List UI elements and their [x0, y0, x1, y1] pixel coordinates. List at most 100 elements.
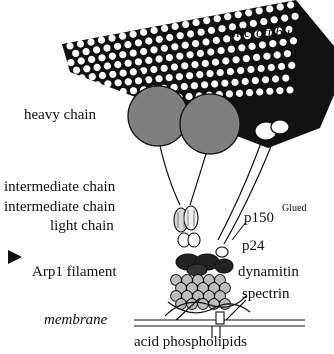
- microtubule-subunit: [88, 56, 95, 63]
- microtubule-subunit: [231, 79, 238, 86]
- microtubule-subunit: [196, 71, 203, 78]
- microtubule-subunit: [211, 80, 218, 87]
- microtubule-subunit: [182, 21, 189, 28]
- microtubule-subunit: [83, 48, 90, 55]
- microtubule-subunit: [108, 35, 115, 42]
- p150-head-2: [271, 120, 289, 134]
- microtubule-subunit: [249, 43, 256, 50]
- microtubule-subunit: [201, 81, 208, 88]
- microtubule-subunit: [119, 51, 126, 58]
- label-intermediate-chain-1: intermediate chain: [4, 179, 116, 195]
- light-chain-2: [188, 233, 200, 247]
- microtubule-subunit: [166, 54, 173, 61]
- microtubule-subunit: [202, 38, 209, 45]
- microtubule-subunit: [104, 62, 111, 69]
- microtubule-subunit: [208, 27, 215, 34]
- microtubule-subunit: [66, 42, 73, 49]
- microtubule-subunit: [84, 82, 91, 89]
- microtubule-subunit: [233, 56, 240, 63]
- microtubule-subunit: [130, 87, 137, 94]
- p150-arm-2: [224, 134, 276, 244]
- microtubule-subunit: [130, 31, 137, 38]
- microtubule-subunit: [192, 40, 199, 47]
- microtubule-subunit: [218, 25, 225, 32]
- microtubule-subunit: [145, 57, 152, 64]
- microtubule-subunit: [181, 62, 188, 69]
- microtubule-subunit: [237, 67, 244, 74]
- stem-right: [190, 154, 206, 205]
- microtubule-subunit: [286, 86, 293, 93]
- microtubule-subunit: [263, 53, 270, 60]
- microtubule-subunit: [276, 87, 283, 94]
- microtubule-subunit: [130, 68, 137, 75]
- label-arp1-filament: Arp1 filament: [32, 264, 117, 280]
- intermediate-chain: [174, 206, 198, 232]
- microtubule-subunit: [259, 41, 266, 48]
- microtubule-subunit: [161, 25, 168, 32]
- microtubule-subunit: [247, 66, 254, 73]
- label-membrane: membrane: [44, 312, 108, 328]
- microtubule-subunit: [124, 41, 131, 48]
- microtubule-subunit: [187, 51, 194, 58]
- microtubule-subunit: [73, 67, 80, 74]
- microtubule-subunit: [271, 16, 278, 23]
- microtubule-subunit: [226, 90, 233, 97]
- microtubule-subunit: [287, 1, 294, 8]
- microtubule-subunit: [87, 39, 94, 46]
- microtubule-subunit: [115, 98, 122, 105]
- microtubule-subunit: [161, 45, 168, 52]
- microtubule-subunit: [172, 23, 179, 30]
- label-heavy-chain: heavy chain: [24, 107, 97, 123]
- microtubule-subunit: [79, 91, 86, 98]
- microtubule-subunit: [256, 7, 263, 14]
- microtubule-subunit: [119, 33, 126, 40]
- arp1-subunit: [187, 299, 198, 310]
- microtubule-subunit: [114, 61, 121, 68]
- microtubule-subunit: [186, 72, 193, 79]
- microtubule-subunit: [120, 88, 127, 95]
- microtubule-subunit: [284, 50, 291, 57]
- microtubule-subunit: [186, 93, 193, 100]
- microtubule-subunit: [171, 43, 178, 50]
- microtubule-subunit: [94, 64, 101, 71]
- microtubule-subunit: [135, 77, 142, 84]
- microtubule-subunit: [282, 75, 289, 82]
- microtubule-subunit: [246, 89, 253, 96]
- microtubule-subunit: [277, 3, 284, 10]
- label-light-chain: light chain: [50, 218, 114, 234]
- microtubule-subunit: [83, 65, 90, 72]
- microtubule-subunit: [207, 48, 214, 55]
- microtubule-subunit: [109, 71, 116, 78]
- microtubule-subunit: [77, 40, 84, 47]
- microtubule-subunit: [177, 32, 184, 39]
- microtubule-subunit: [217, 69, 224, 76]
- microtubule-subunit: [191, 82, 198, 89]
- microtubule-subunit: [182, 42, 189, 49]
- label-p150-superscript: Glued: [282, 203, 306, 214]
- microtubule-subunit: [266, 88, 273, 95]
- microtubule-subunit: [78, 57, 85, 64]
- microtubule-subunit: [89, 90, 96, 97]
- heavy-chain-head-left: [128, 86, 188, 146]
- microtubule-subunit: [85, 99, 92, 106]
- microtubule-subunit: [197, 50, 204, 57]
- p24-subunit: [216, 247, 228, 257]
- microtubule-subunit: [166, 74, 173, 81]
- microtubule-subunit: [227, 68, 234, 75]
- microtubule-subunit: [171, 63, 178, 70]
- microtubule-subunit: [191, 61, 198, 68]
- microtubule-subunit: [166, 34, 173, 41]
- microtubule-subunit: [266, 5, 273, 12]
- microtubule-subunit: [278, 63, 285, 70]
- microtubule-subunit: [110, 89, 117, 96]
- microtubule-subunit: [95, 99, 102, 106]
- label-microtubule: microtubule: [229, 25, 301, 41]
- microtubule-subunit: [120, 70, 127, 77]
- microtubule-subunit: [222, 57, 229, 64]
- microtubule-subunit: [150, 66, 157, 73]
- label-dynamitin: dynamitin: [238, 264, 299, 280]
- microtubule-subunit: [125, 60, 132, 67]
- microtubule-subunit: [156, 36, 163, 43]
- microtubule-subunit: [135, 58, 142, 65]
- microtubule-subunit: [245, 9, 252, 16]
